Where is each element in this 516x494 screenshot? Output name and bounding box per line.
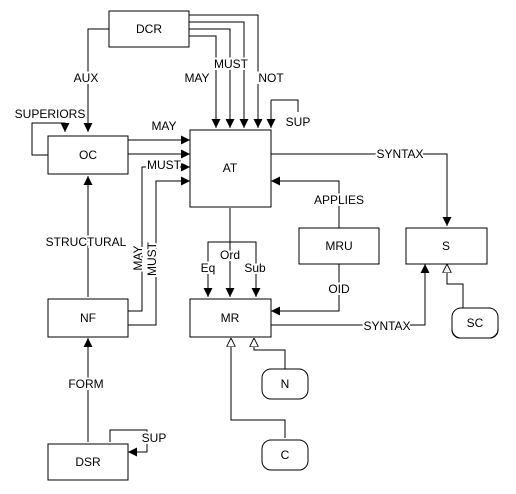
node-nf-label: NF [80, 311, 96, 325]
node-c: C [261, 439, 309, 471]
label-aux: AUX [74, 71, 99, 85]
edge-mru-mr-oid [271, 264, 340, 316]
node-oc-label: OC [79, 148, 97, 162]
label-sup-at: SUP [286, 115, 311, 129]
node-nf: NF [47, 298, 129, 338]
node-at: AT [189, 129, 272, 208]
label-may-dcr: MAY [184, 71, 209, 85]
label-ord: Ord [220, 248, 240, 262]
node-dsr: DSR [47, 443, 129, 481]
node-dcr: DCR [108, 10, 190, 48]
edge-at-sup-loop [271, 99, 299, 106]
node-sc-label: SC [467, 316, 484, 330]
edge-mr-s-syntax [271, 264, 430, 326]
node-mru-label: MRU [325, 239, 352, 253]
edge-dsr-sup-loop [109, 429, 148, 457]
label-syntax-at: SYNTAX [376, 147, 423, 161]
label-not: NOT [258, 71, 284, 85]
label-must-nf: MUST [145, 241, 159, 276]
node-oc: OC [47, 135, 129, 175]
label-may-nf: MAY [131, 245, 145, 270]
edge-dcr-at-must-1 [189, 28, 235, 128]
node-mru: MRU [298, 227, 380, 265]
edge-dcr-at-must-2 [189, 21, 249, 128]
edge-dcr-at-not [189, 14, 263, 128]
node-at-label: AT [223, 161, 238, 175]
label-sup-dsr: SUP [142, 431, 167, 445]
edge-at-s-syntax [271, 153, 452, 226]
node-mr-label: MR [221, 311, 240, 325]
edge-nf-at-may [128, 162, 190, 312]
node-n-label: N [281, 377, 290, 391]
node-dcr-label: DCR [136, 22, 162, 36]
edge-at-mr-eq [203, 241, 230, 297]
label-applies: APPLIES [314, 193, 364, 207]
node-c-label: C [281, 448, 290, 462]
label-may-oc: MAY [151, 119, 176, 133]
label-superiors: SUPERIORS [15, 107, 86, 121]
label-syntax-mr: SYNTAX [363, 319, 410, 333]
label-structural: STRUCTURAL [46, 235, 127, 249]
edge-oc-superiors-loop [31, 122, 70, 156]
node-sc: SC [451, 307, 499, 339]
node-mr: MR [189, 298, 272, 338]
edge-n-mr [254, 338, 286, 369]
label-eq: Eq [201, 261, 216, 275]
edge-sc-s [447, 264, 464, 322]
node-s-label: S [442, 239, 450, 253]
edge-dcr-oc-aux [83, 28, 109, 132]
label-sub: Sub [244, 261, 266, 275]
node-n: N [261, 368, 309, 400]
label-must-dcr: MUST [214, 57, 249, 71]
edge-dcr-at-may [189, 35, 221, 128]
edge-nf-at-must [128, 176, 190, 326]
label-form: FORM [68, 377, 103, 391]
label-oid: OID [328, 282, 350, 296]
edge-c-mr [231, 338, 286, 438]
node-s: S [405, 227, 488, 265]
node-dsr-label: DSR [75, 455, 101, 469]
label-must-oc: MUST [147, 158, 182, 172]
edge-at-sup-loop-return [271, 100, 299, 128]
edge-at-mr-sub [230, 241, 261, 297]
edge-mru-at-applies [271, 176, 340, 228]
